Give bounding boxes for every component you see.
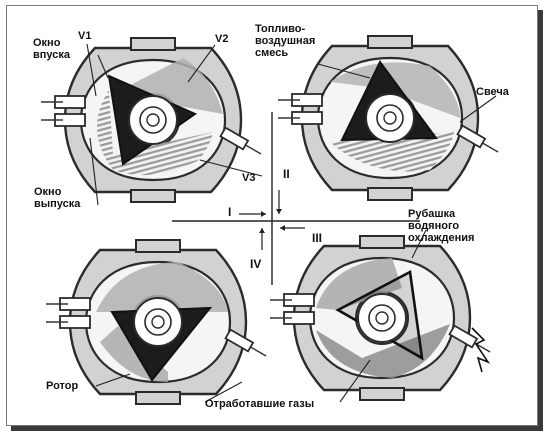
- v1-label: V1: [78, 30, 92, 42]
- spark-icon: [471, 327, 491, 373]
- fuel-air-mixture-label: Топливо- воздушная смесь: [255, 23, 316, 59]
- engine-stage-3: [268, 234, 494, 402]
- v3-label: V3: [242, 172, 256, 184]
- exhaust-gases-label: Отработавшие газы: [205, 398, 315, 410]
- rotor-label: Ротор: [46, 380, 79, 392]
- stage-4-label: IV: [250, 257, 262, 271]
- stage-2-label: II: [283, 167, 290, 181]
- engine-stage-4: [44, 238, 270, 406]
- intake-window-label: Окно впуска: [33, 37, 70, 61]
- divider-lines: [172, 112, 420, 285]
- stage-1-label: I: [228, 205, 232, 219]
- leader-lines: [86, 43, 497, 403]
- spark-plug-label: Свеча: [476, 86, 509, 98]
- v2-label: V2: [215, 33, 229, 45]
- cooling-jacket-label: Рубашка водяного охлаждения: [408, 208, 475, 244]
- stage-3-label: III: [312, 231, 323, 245]
- engine-stage-2: [276, 34, 502, 202]
- engine-stage-1: [39, 36, 265, 204]
- exhaust-window-label: Окно выпуска: [34, 186, 81, 210]
